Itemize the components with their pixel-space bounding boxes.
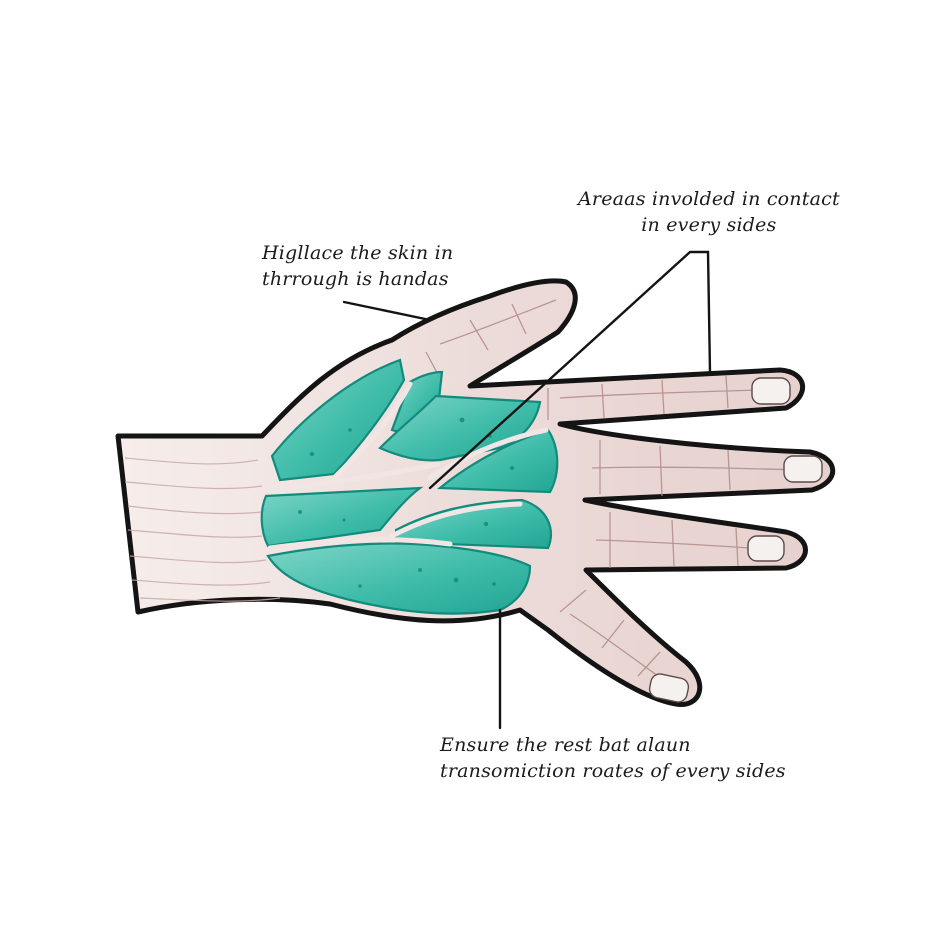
nail-little-icon [648, 673, 690, 703]
annotation-top-right: Areaas involded in contact in every side… [578, 187, 840, 238]
highlight-region-thenar [270, 358, 406, 482]
callout-line-top-right [428, 250, 712, 490]
annotation-bottom: Ensure the rest bat alaun transomiction … [440, 733, 786, 784]
highlight-speckles [298, 417, 514, 588]
highlight-region-middle-base [394, 498, 553, 550]
callout-line-top-left [342, 300, 432, 322]
fingernails [648, 377, 823, 703]
finger-lines [425, 299, 801, 691]
hand-outline [115, 278, 836, 707]
nail-index-icon [751, 377, 791, 405]
nail-middle-icon [783, 455, 823, 483]
annotation-top-left-line1: Higllace the skin in [262, 242, 454, 264]
annotation-top-right-line2: in every sides [641, 213, 777, 236]
annotation-top-left: Higllace the skin in thrrough is handas [262, 241, 453, 292]
annotation-bottom-line2: transomiction roates of every sides [440, 759, 786, 782]
palm-creases [267, 381, 549, 551]
nail-ring-icon [747, 535, 785, 562]
forearm-lines [124, 457, 281, 602]
annotation-bottom-line1: Ensure the rest bat alaun [440, 734, 691, 756]
annotation-top-left-line2: thrrough is handas [262, 267, 449, 290]
highlight-region-lower-palm [266, 542, 532, 615]
callout-lines [342, 250, 712, 730]
annotation-top-right-line1: Areaas involded in contact [578, 188, 840, 210]
highlight-region-center-palm [260, 486, 424, 548]
